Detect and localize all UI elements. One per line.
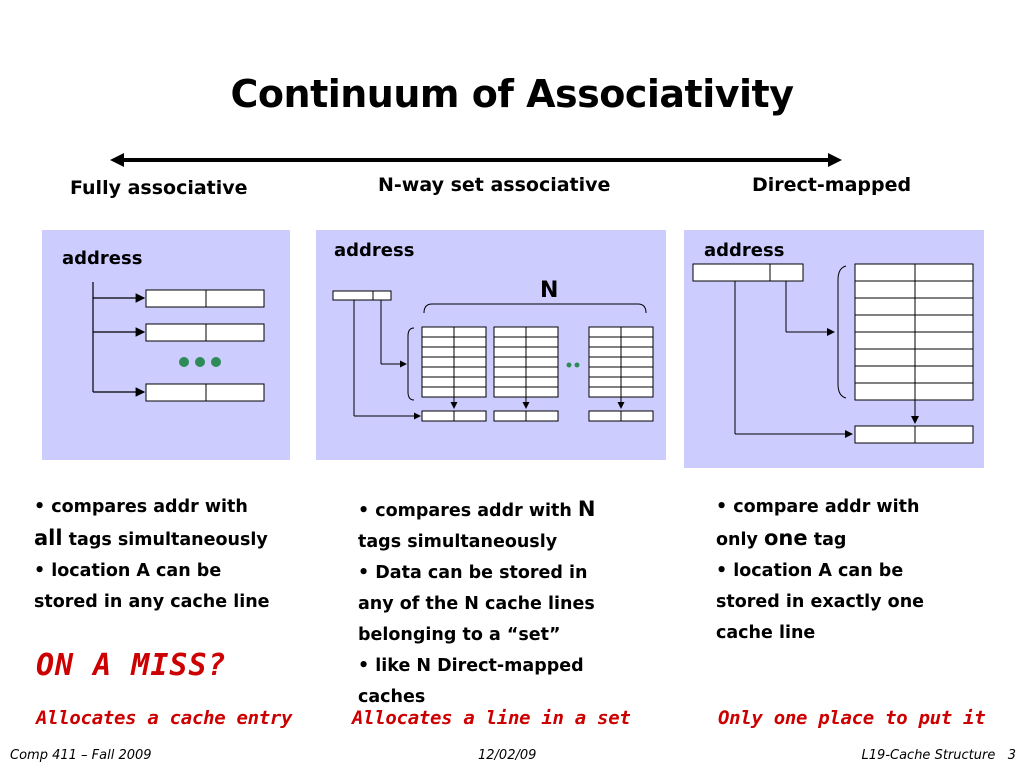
bullet-text: • compares addr with (358, 501, 578, 521)
bullet-line: • location A can be (716, 561, 904, 581)
bullet-line: • location A can be (34, 561, 222, 581)
fully-associative-schematic (92, 282, 265, 402)
bullet-line: • Data can be stored in (358, 563, 588, 583)
address-label: address (334, 240, 415, 261)
bullet-line: • compares addr with N (358, 494, 596, 527)
slide-title: Continuum of Associativity (230, 72, 794, 116)
footer-course: Comp 411 – Fall 2009 (10, 748, 152, 763)
bullet-line: • compares addr with (34, 497, 248, 517)
footer-slide-number: L19-Cache Structure 3 (861, 748, 1016, 763)
direct-mapped-bullets: • compare addr with only one tag • locat… (716, 492, 924, 649)
n-ways-label: N (540, 278, 559, 303)
miss-direct-mapped: Only one place to put it (718, 707, 986, 729)
bullet-text: only (716, 530, 764, 550)
nway-schematic (332, 290, 654, 422)
direct-mapped-schematic (692, 263, 974, 444)
bullet-text: tag (807, 530, 847, 550)
associativity-axis-arrow (110, 153, 842, 167)
nway-bullets: • compares addr with N tags simultaneous… (358, 494, 596, 713)
bullet-line: any of the N cache lines (358, 594, 595, 614)
fully-associative-bullets: • compares addr with all tags simultaneo… (34, 492, 270, 618)
bullet-line: only one tag (716, 523, 924, 556)
miss-fully-associative: Allocates a cache entry (36, 707, 293, 729)
fully-associative-diagram: address (42, 230, 290, 460)
nway-set-associative-diagram: address N (316, 230, 666, 460)
bullet-line: belonging to a “set” (358, 625, 561, 645)
label-fully-associative: Fully associative (70, 177, 248, 199)
bullet-line: stored in exactly one (716, 592, 925, 612)
label-nway-set-associative: N-way set associative (378, 174, 611, 196)
label-direct-mapped: Direct-mapped (752, 174, 912, 196)
footer-date: 12/02/09 (478, 748, 537, 763)
bullet-line: • like N Direct-mapped (358, 656, 584, 676)
bullet-text: tags simultaneously (62, 530, 268, 550)
bullet-line: cache line (716, 623, 816, 643)
emphasis-all: all (34, 526, 63, 550)
bullet-line: stored in any cache line (34, 592, 270, 612)
bullet-line: • compare addr with (716, 497, 920, 517)
miss-nway: Allocates a line in a set (352, 707, 631, 729)
on-a-miss-heading: ON A MISS? (36, 648, 227, 683)
bullet-line: caches (358, 687, 426, 707)
bullet-line: all tags simultaneously (34, 523, 270, 556)
address-label: address (62, 248, 143, 269)
emphasis-one: one (763, 526, 808, 550)
emphasis-n: N (577, 497, 596, 521)
bullet-line: tags simultaneously (358, 532, 558, 552)
address-label: address (704, 240, 785, 261)
direct-mapped-diagram: address (684, 230, 984, 468)
ellipsis-dots (179, 357, 221, 367)
